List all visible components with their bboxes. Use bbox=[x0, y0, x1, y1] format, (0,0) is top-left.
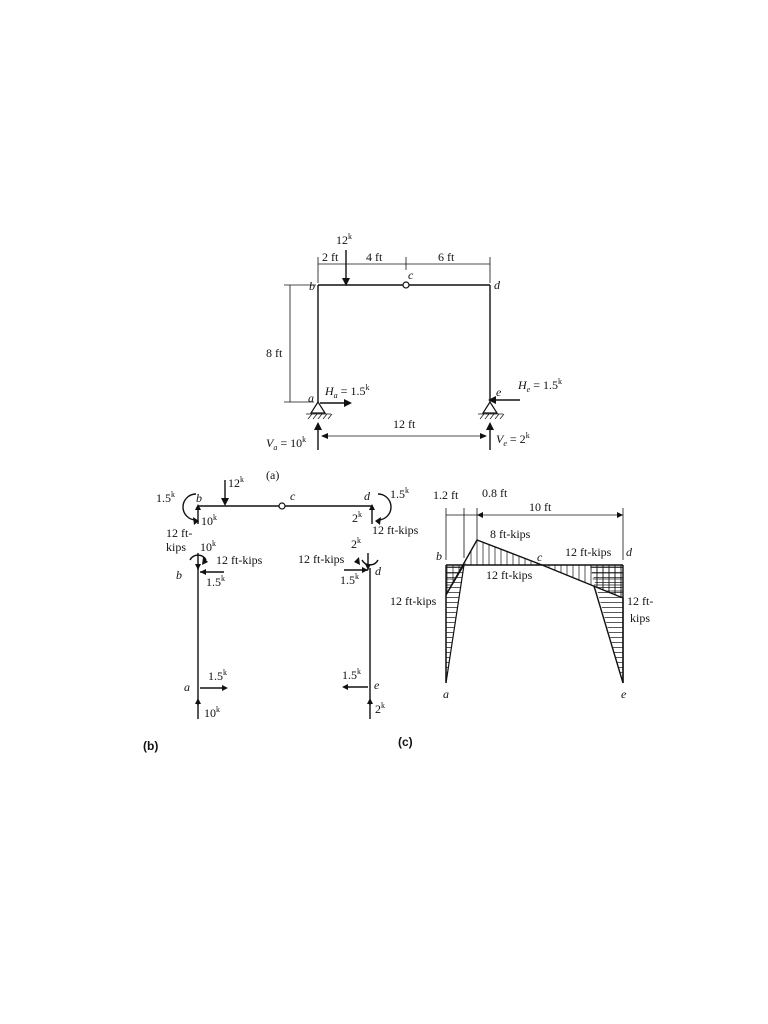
svg-text:b: b bbox=[176, 568, 182, 582]
svg-text:1.5k: 1.5k bbox=[342, 667, 361, 682]
dim-4ft: 4 ft bbox=[366, 250, 383, 264]
svg-text:e: e bbox=[621, 687, 627, 701]
Ha-label: Ha = 1.5k bbox=[324, 383, 369, 400]
svg-text:kips: kips bbox=[630, 611, 650, 625]
svg-text:d: d bbox=[626, 545, 633, 559]
moment-12-mid-label: 12 ft-kips bbox=[486, 568, 533, 582]
caption-a: (a) bbox=[266, 468, 279, 482]
node-c-label: c bbox=[408, 268, 414, 282]
svg-text:c: c bbox=[290, 489, 296, 503]
svg-text:12 ft-: 12 ft- bbox=[166, 526, 192, 540]
He-label: He = 1.5k bbox=[517, 377, 562, 394]
svg-text:2k: 2k bbox=[351, 536, 361, 551]
caption-c: (c) bbox=[398, 735, 413, 749]
dim-1-2ft: 1.2 ft bbox=[433, 488, 459, 502]
svg-text:kips: kips bbox=[166, 540, 186, 554]
svg-text:12 ft-kips: 12 ft-kips bbox=[298, 552, 345, 566]
moment-12-left-label: 12 ft-kips bbox=[390, 594, 437, 608]
svg-text:d: d bbox=[364, 489, 371, 503]
svg-text:c: c bbox=[537, 550, 543, 564]
moment-8-label: 8 ft-kips bbox=[490, 527, 531, 541]
pin-support-a bbox=[309, 400, 327, 414]
svg-text:10k: 10k bbox=[200, 539, 216, 554]
node-e-label: e bbox=[496, 385, 502, 399]
load-arrowhead bbox=[342, 278, 350, 286]
figure-b-free-bodies: 12k 1.5k b 10k 12 ft- kips c d 1.5k 2k 1… bbox=[143, 475, 419, 753]
dim-0-8ft: 0.8 ft bbox=[482, 486, 508, 500]
svg-text:12 ft-: 12 ft- bbox=[627, 594, 653, 608]
dim-12ft: 12 ft bbox=[393, 417, 416, 431]
svg-text:12 ft-kips: 12 ft-kips bbox=[216, 553, 263, 567]
svg-text:b: b bbox=[436, 549, 442, 563]
load-12k-label: 12k bbox=[336, 232, 352, 247]
svg-text:1.5k: 1.5k bbox=[390, 486, 409, 501]
figure-a-frame: 12k 2 ft 4 ft 6 ft 8 ft b c d a e bbox=[266, 232, 562, 482]
svg-text:a: a bbox=[184, 680, 190, 694]
svg-text:a: a bbox=[443, 687, 449, 701]
svg-text:12k: 12k bbox=[228, 475, 244, 490]
svg-text:1.5k: 1.5k bbox=[156, 490, 175, 505]
svg-text:d: d bbox=[375, 564, 382, 578]
dim-8ft: 8 ft bbox=[266, 346, 283, 360]
svg-text:2k: 2k bbox=[375, 701, 385, 716]
node-d-label: d bbox=[494, 278, 501, 292]
svg-text:1.5k: 1.5k bbox=[340, 572, 359, 587]
svg-text:1.5k: 1.5k bbox=[206, 574, 225, 589]
Va-label: Va = 10k bbox=[266, 435, 306, 452]
figure-c-moment-diagram: 1.2 ft 0.8 ft 10 ft 8 ft-kips 12 ft-kips… bbox=[390, 486, 653, 749]
svg-text:b: b bbox=[196, 491, 202, 505]
dim-10ft: 10 ft bbox=[529, 500, 552, 514]
pin-support-e bbox=[481, 400, 499, 414]
dim-6ft: 6 ft bbox=[438, 250, 455, 264]
node-b-label: b bbox=[309, 279, 315, 293]
svg-text:10k: 10k bbox=[204, 705, 220, 720]
svg-text:e: e bbox=[374, 678, 380, 692]
hinge-c bbox=[402, 281, 410, 289]
dim-2ft: 2 ft bbox=[322, 250, 339, 264]
svg-text:2k: 2k bbox=[352, 510, 362, 525]
moment-12-right-label: 12 ft-kips bbox=[565, 545, 612, 559]
caption-b: (b) bbox=[143, 739, 158, 753]
node-a-label: a bbox=[308, 391, 314, 405]
Ve-label: Ve = 2k bbox=[496, 431, 530, 448]
svg-text:10k: 10k bbox=[201, 513, 217, 528]
svg-text:12 ft-kips: 12 ft-kips bbox=[372, 523, 419, 537]
svg-text:1.5k: 1.5k bbox=[208, 668, 227, 683]
